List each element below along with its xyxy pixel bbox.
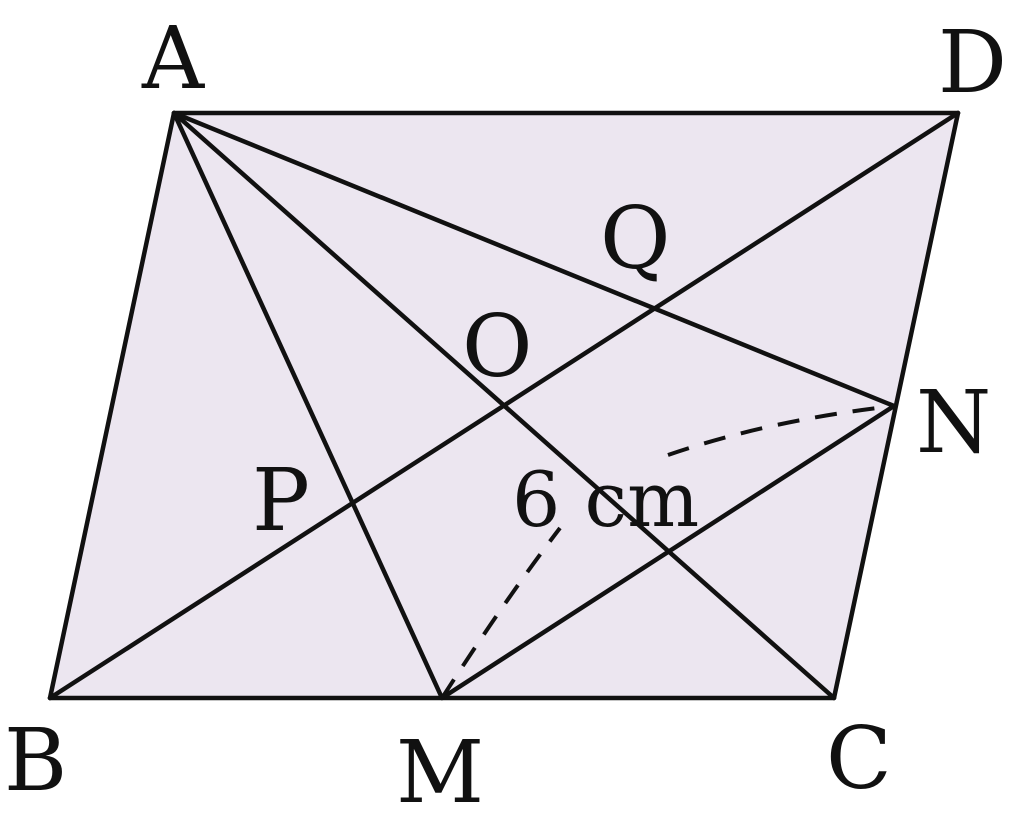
label-point-m: M (396, 723, 484, 823)
segment-an (171, 110, 897, 409)
label-point-d: D (938, 13, 1007, 113)
label-point-o: O (462, 297, 533, 397)
segment-am (171, 110, 445, 701)
label-point-c: C (826, 709, 892, 809)
label-point-b: B (4, 711, 67, 811)
measure-label: 6 cm (512, 455, 699, 544)
measure-arc-upper (667, 404, 895, 457)
label-point-p: P (252, 451, 310, 551)
label-point-n: N (916, 373, 991, 473)
segment-mn (439, 403, 897, 701)
label-point-a: A (141, 9, 205, 109)
side-ba (47, 110, 177, 701)
diagonal-bd (47, 110, 961, 701)
label-point-q: Q (600, 189, 671, 289)
